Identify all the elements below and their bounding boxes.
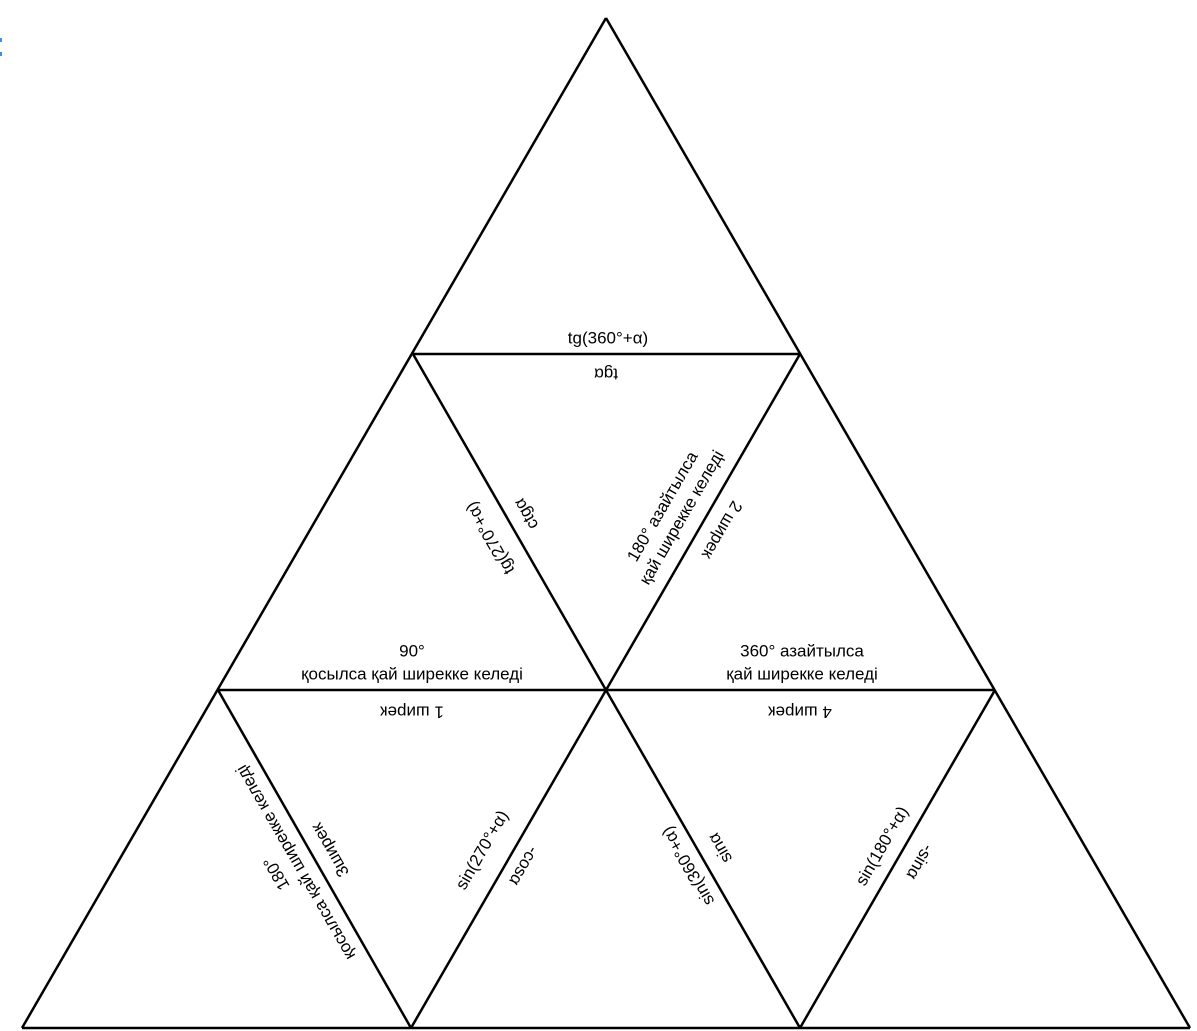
card-text: 1 ширек [380,703,444,722]
card-text: қай ширекке келеді [726,665,878,684]
card-text: tg(360°+α) [568,329,648,348]
outer-right-edge [604,17,1192,1029]
edge-mark [0,38,2,42]
diag-up-1 [409,353,802,1029]
diag-up-2 [798,689,997,1029]
card-text: tgα [594,365,618,384]
card-text: 360° азайтылса [740,642,864,661]
card-text: sinα [704,829,736,866]
card-text: 3ширек [307,819,353,880]
card-text: sin(360°+α) [658,823,718,909]
card-text: tg(270°+α) [462,498,519,577]
card-text: sin(270°+α) [452,807,512,893]
card-text: -cosα [505,843,543,889]
card-text: 90° [399,642,425,661]
card-text-group: 180° азайтылса қай ширекке келеді [623,447,727,588]
card-text: қосылса қай ширекке келеді [301,665,523,684]
card-text: 2 ширек [698,498,747,563]
card-text: ctgα [510,495,543,533]
edge-mark [0,52,2,56]
puzzle-lines [20,17,1192,1030]
outer-left-edge [20,17,608,1029]
card-text: 4 ширек [768,703,832,722]
card-text: sin(180°+α) [852,803,912,889]
card-text: -sinα [902,841,937,883]
diag-down-2 [216,689,413,1029]
